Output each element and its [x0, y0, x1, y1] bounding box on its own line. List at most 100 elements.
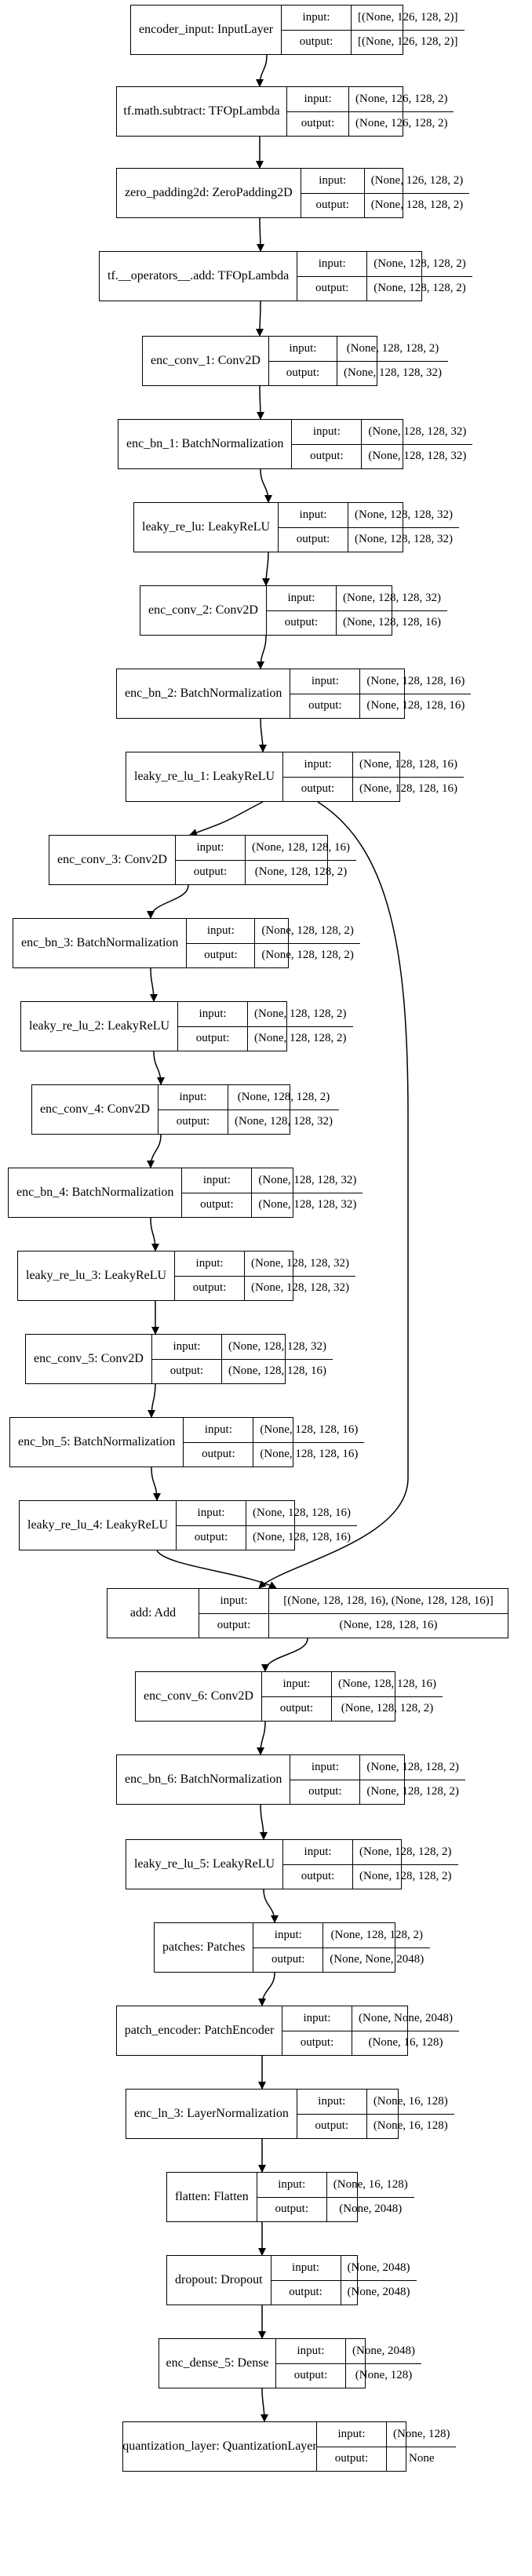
- input-key: input:: [269, 337, 337, 361]
- layer-output-row: output: (None, 128, 128, 16): [199, 1612, 508, 1638]
- layer-output-shape: (None, None, 2048): [330, 1953, 425, 1966]
- layer-output-row: output:(None, 128, 128, 16): [283, 776, 465, 801]
- output-key: output:: [257, 2197, 327, 2221]
- layer-output-row: output: [(None, 126, 128, 2)]: [282, 29, 465, 54]
- layer-label: dropout: Dropout: [167, 2256, 271, 2305]
- layer-output-row: output:(None, 2048): [257, 2196, 414, 2221]
- edge-arrow: [259, 1804, 268, 1840]
- layer-output-shape: [(None, 126, 128, 2)]: [358, 35, 458, 49]
- output-key: output:: [290, 694, 361, 718]
- edge-arrow: [257, 635, 267, 669]
- layer-output-shape: (None, 128, 128, 32): [355, 533, 454, 546]
- layer-input-row: input:(None, 128, 128, 32): [292, 420, 472, 444]
- input-key: input:: [283, 1840, 354, 1864]
- layer-output-row: output:(None, 128, 128, 16): [151, 1358, 333, 1383]
- layer-label: patch_encoder: PatchEncoder: [117, 2006, 282, 2055]
- output-key: output:: [187, 943, 256, 967]
- input-key: input:: [297, 2090, 367, 2114]
- input-key: input:: [290, 1755, 361, 1780]
- edge-arrow: [257, 1721, 266, 1755]
- layer-input-row: input: (None, 128, 128, 2): [187, 919, 359, 943]
- layer-input-shape: (None, 128): [393, 2427, 450, 2440]
- output-key: output:: [159, 1109, 228, 1134]
- layer-input-row: input:[(None, 128, 128, 16), (None, 128,…: [199, 1589, 508, 1613]
- layer-label: tf.math.subtract: TFOpLambda: [117, 87, 287, 136]
- input-key: input:: [175, 1252, 246, 1276]
- edge-arrow: [263, 1889, 279, 1923]
- layer-label: enc_bn_1: BatchNormalization: [118, 420, 293, 468]
- input-key: input:: [177, 1501, 247, 1525]
- layer-input-shape: (None, 128, 128, 16): [260, 1423, 359, 1436]
- layer-output-shape: (None, 128, 128, 16): [366, 699, 465, 712]
- edge-arrow: [151, 1467, 161, 1501]
- output-key: output:: [282, 2031, 352, 2055]
- layer-input-shape: (None, 126, 128, 2): [355, 92, 448, 105]
- layer-input-row: input:(None, 2048): [276, 2339, 421, 2363]
- output-key: output:: [199, 1613, 269, 1638]
- layer-input-shape: (None, 128, 128, 32): [251, 1256, 350, 1270]
- layer-input-row: input:(None, 16, 128): [257, 2173, 414, 2197]
- input-key: input:: [282, 2006, 352, 2031]
- layer-input-row: input:(None, 128, 128, 16): [290, 669, 471, 694]
- layer-output-shape: (None, 128, 128, 2): [373, 282, 466, 295]
- input-key: input:: [187, 919, 256, 943]
- layer-label: flatten: Flatten: [167, 2173, 257, 2221]
- layer-input-shape: [(None, 126, 128, 2)]: [358, 10, 458, 24]
- layer-label: leaky_re_lu_4: LeakyReLU: [20, 1501, 177, 1550]
- layer-output-shape: (None, 128, 128, 16): [339, 1619, 438, 1632]
- layer-output-shape: (None, 128, 128, 16): [228, 1365, 326, 1378]
- layer-output-shape: (None, 128, 128, 32): [234, 1115, 333, 1128]
- layer-label: leaky_re_lu_2: LeakyReLU: [21, 1002, 179, 1051]
- layer-input-row: input:[(None, 126, 128, 2)]: [282, 5, 464, 30]
- layer-output-row: output: (None, 128, 128, 16): [290, 693, 472, 718]
- layer-output-row: output:(None, None, 2048): [253, 1947, 431, 1972]
- output-key: output:: [297, 276, 368, 301]
- layer-input-row: input:(None, 128): [317, 2422, 456, 2447]
- output-key: output:: [282, 30, 352, 54]
- layer-input-row: input:(None, 128, 128, 2): [290, 1755, 465, 1780]
- output-key: output:: [317, 2447, 387, 2471]
- layer-output-row: output:(None, 128, 128, 2): [290, 1779, 465, 1804]
- edge-arrow: [258, 1972, 275, 2006]
- layer-input-shape: (None, 128, 128, 2): [261, 924, 354, 937]
- layer-input-shape: (None, 16, 128): [333, 2177, 408, 2191]
- layer-input-row: input:(None, 128, 128, 2): [159, 1085, 339, 1109]
- layer-output-row: output:(None, 128, 128, 16): [184, 1441, 365, 1467]
- layer-output-row: output: (None, 128, 128, 32): [158, 1109, 339, 1134]
- layer-label: enc_bn_4: BatchNormalization: [9, 1168, 183, 1217]
- layer-input-shape: (None, 128, 128, 32): [368, 424, 467, 438]
- input-key: input:: [152, 1335, 222, 1359]
- layer-label: enc_conv_4: Conv2D: [32, 1085, 159, 1134]
- layer-output-row: output:(None, 128, 128, 2): [178, 1026, 353, 1051]
- input-key: input:: [267, 586, 337, 610]
- edge-arrow: [256, 54, 268, 87]
- layer-input-shape: (None, 128, 128, 32): [342, 591, 441, 604]
- edge-arrow: [148, 1383, 156, 1418]
- layer-input-row: input:(None, 128, 128, 32): [152, 1335, 333, 1359]
- layer-output-row: output:(None, 128): [276, 2363, 421, 2388]
- layer-output-shape: (None, 2048): [347, 2286, 410, 2299]
- layer-output-shape: (None, 126, 128, 2): [355, 117, 448, 130]
- layer-input-shape: (None, 126, 128, 2): [370, 173, 464, 187]
- layer-output-shape: (None, 128, 128, 16): [260, 1448, 359, 1461]
- output-key: output:: [267, 610, 337, 635]
- output-key: output:: [283, 777, 354, 801]
- layer-output-row: output:(None, 128, 128, 2): [261, 1696, 443, 1721]
- layer-label: enc_conv_2: Conv2D: [140, 586, 267, 635]
- layer-input-shape: (None, 128, 128, 2): [346, 341, 439, 355]
- layer-output-row: output:(None, 128, 128, 32): [182, 1192, 363, 1217]
